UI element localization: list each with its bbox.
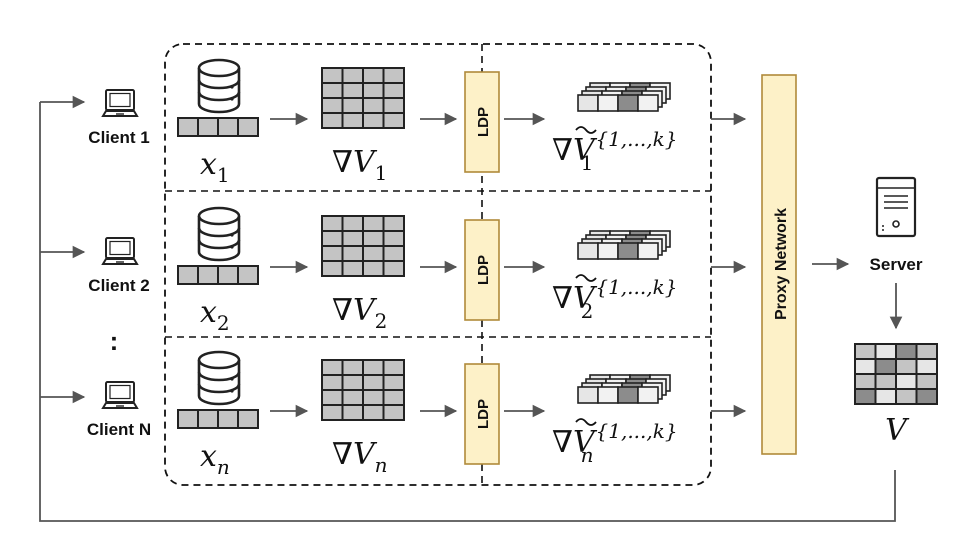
noisy-gradient-stack	[578, 83, 670, 111]
client-label: Client N	[87, 420, 151, 439]
noisy-gradient-stack	[578, 231, 670, 259]
local-data-label: x2	[200, 295, 230, 335]
noisy-gradient-label: ∇V2{1,...,k}	[552, 275, 677, 323]
client-ellipsis: :	[110, 326, 119, 356]
gradient-label: ∇V1	[332, 145, 387, 185]
ldp-box: LDP	[464, 363, 500, 465]
local-data-label: xn	[200, 439, 230, 479]
global-model-matrix	[854, 343, 938, 405]
ldp-label: LDP	[475, 399, 492, 429]
client-label: Client 1	[88, 128, 149, 147]
client-row: Client 1 x1 ∇V1 LDP ∇V1{1,...,k}	[88, 58, 747, 187]
ldp-label: LDP	[475, 107, 492, 137]
database-icon	[197, 350, 241, 406]
local-data-label: x1	[200, 147, 230, 187]
global-model-label: V	[885, 413, 910, 448]
proxy-network: Proxy Network	[761, 74, 797, 455]
client-row: Client N xn ∇Vn LDP ∇Vn{1,...,k}	[87, 350, 747, 479]
noisy-gradient-stack	[578, 375, 670, 403]
feature-vector	[177, 117, 259, 137]
server-label: Server	[870, 255, 923, 274]
client-row: Client 2 x2 ∇V2 LDP ∇V2{1,...,k}	[88, 206, 747, 335]
database-icon	[197, 58, 241, 114]
ldp-box: LDP	[464, 71, 500, 173]
feature-vector	[177, 409, 259, 429]
ldp-label: LDP	[475, 255, 492, 285]
laptop-icon	[102, 237, 138, 265]
feedback-loop	[39, 95, 896, 522]
tilde-mark	[575, 418, 597, 426]
gradient-matrix	[321, 67, 405, 129]
client-label: Client 2	[88, 276, 149, 295]
gradient-label: ∇Vn	[332, 437, 388, 477]
server-icon	[875, 176, 917, 238]
feature-vector	[177, 265, 259, 285]
laptop-icon	[102, 381, 138, 409]
database-icon	[197, 206, 241, 262]
tilde-mark	[575, 274, 597, 282]
noisy-gradient-label: ∇V1{1,...,k}	[552, 127, 677, 175]
gradient-label: ∇V2	[332, 293, 387, 333]
server: Server	[870, 176, 923, 274]
proxy-network-label: Proxy Network	[773, 208, 790, 320]
laptop-icon	[102, 89, 138, 117]
ldp-box: LDP	[464, 219, 500, 321]
gradient-matrix	[321, 359, 405, 421]
gradient-matrix	[321, 215, 405, 277]
noisy-gradient-label: ∇Vn{1,...,k}	[552, 419, 678, 467]
tilde-mark	[575, 126, 597, 134]
